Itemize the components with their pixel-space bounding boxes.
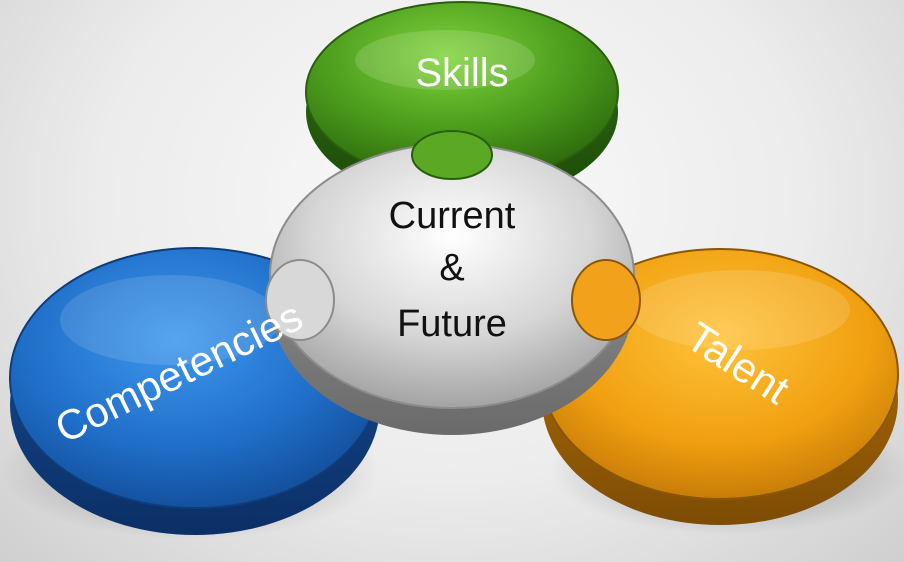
left-knob bbox=[265, 259, 335, 341]
center-label-line1: Current bbox=[389, 195, 516, 237]
right-knob bbox=[571, 259, 641, 341]
center-label-line2: & bbox=[439, 247, 464, 289]
center-label-line3: Future bbox=[397, 303, 507, 345]
center-piece bbox=[265, 130, 641, 435]
skills-label: Skills bbox=[415, 51, 508, 95]
top-knob bbox=[411, 130, 493, 180]
